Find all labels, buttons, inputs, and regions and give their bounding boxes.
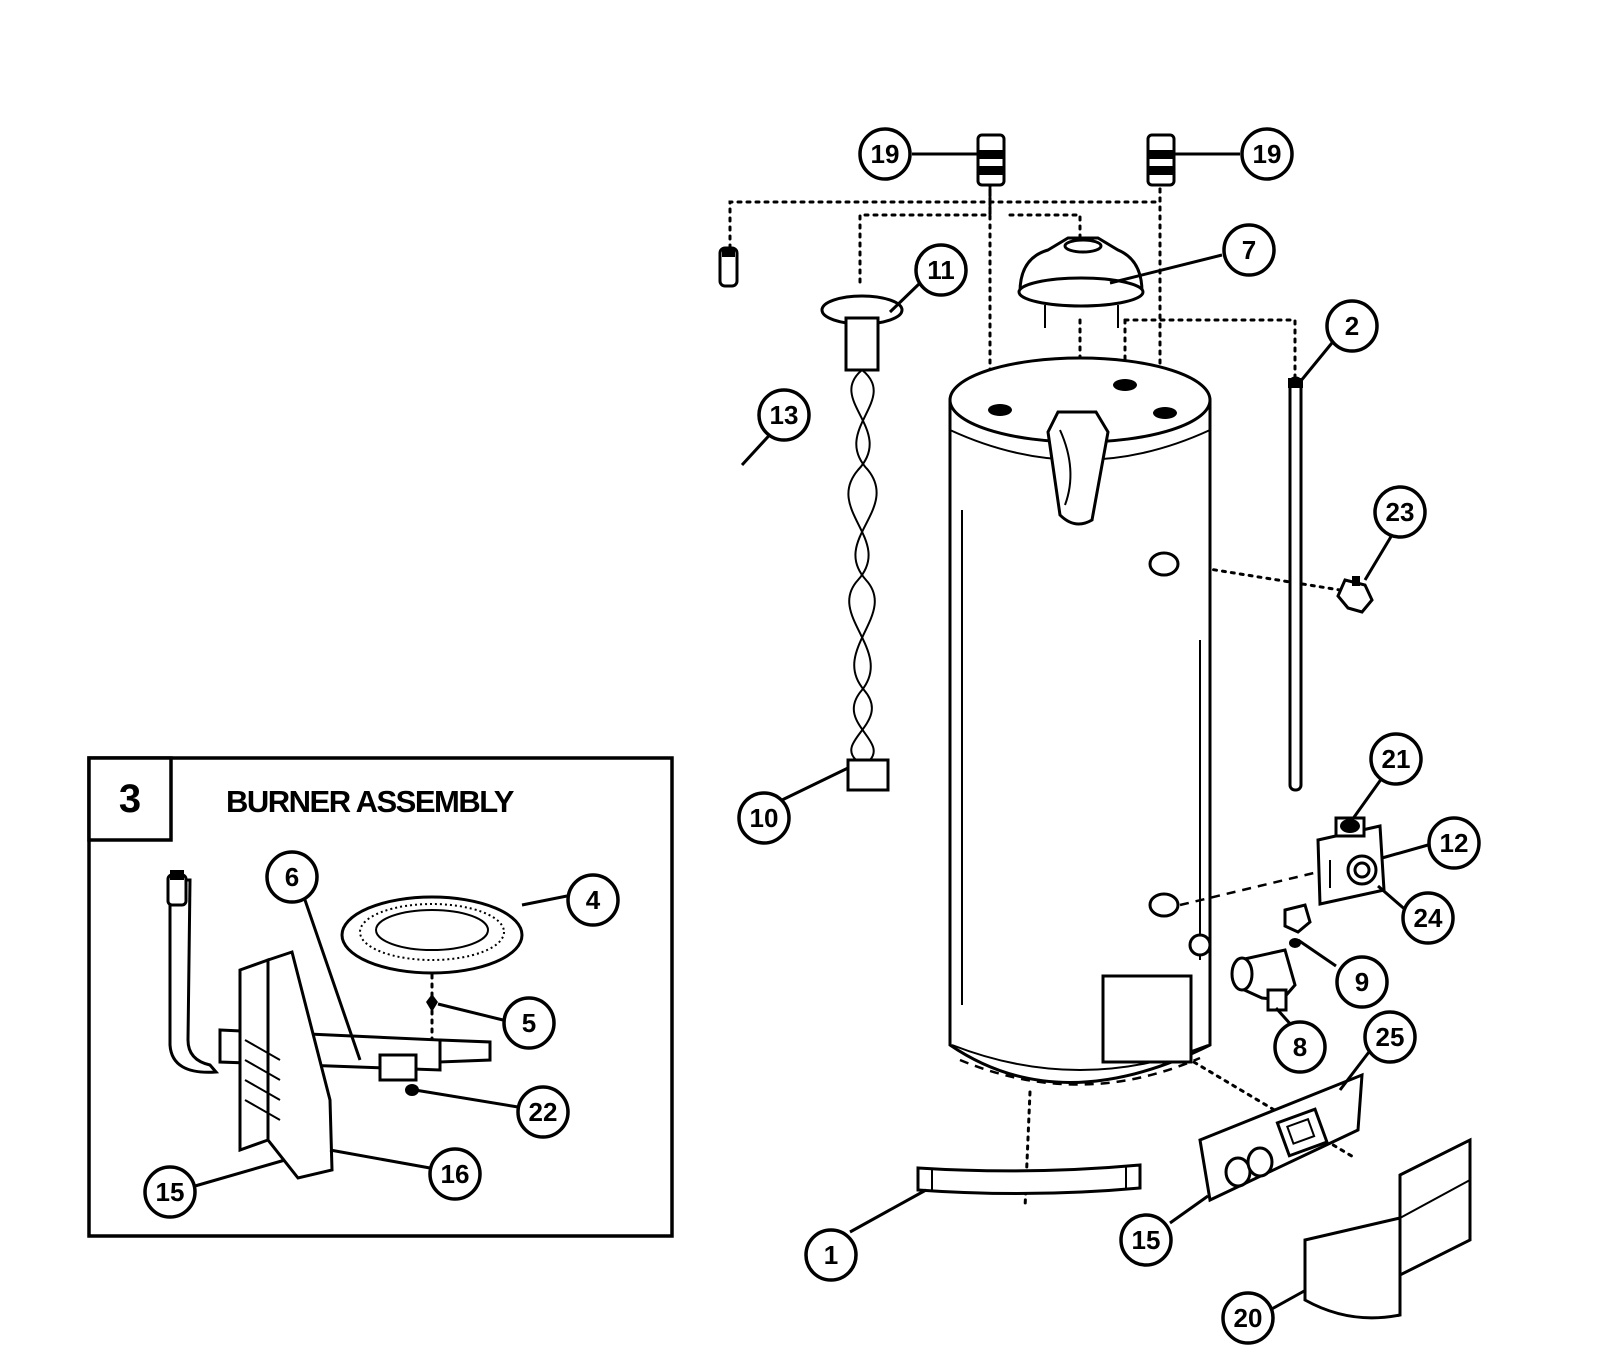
callout-2: 2 bbox=[1325, 299, 1379, 353]
fitting-part-19-right bbox=[1146, 133, 1176, 187]
burner-part-4 bbox=[340, 895, 524, 975]
inset-title: BURNER ASSEMBLY bbox=[226, 784, 515, 819]
shield-part-16 bbox=[238, 950, 334, 1180]
callout-10: 10 bbox=[737, 791, 791, 845]
svg-text:19: 19 bbox=[871, 139, 900, 169]
callout-22: 22 bbox=[516, 1085, 570, 1139]
callout-1: 1 bbox=[804, 1228, 858, 1282]
callout-24: 24 bbox=[1401, 891, 1455, 945]
svg-text:24: 24 bbox=[1414, 903, 1443, 933]
svg-text:23: 23 bbox=[1386, 497, 1415, 527]
svg-text:1: 1 bbox=[824, 1240, 838, 1270]
svg-text:15: 15 bbox=[156, 1177, 185, 1207]
callout-21: 21 bbox=[1369, 732, 1423, 786]
mount-strap-part-1 bbox=[916, 1163, 1142, 1196]
svg-text:11: 11 bbox=[927, 255, 955, 285]
svg-text:5: 5 bbox=[522, 1008, 536, 1038]
relief-valve-part-23 bbox=[1336, 576, 1374, 614]
orifice-part-5 bbox=[426, 973, 438, 1042]
dip-tube-part-13 bbox=[603, 246, 771, 609]
callout-9: 9 bbox=[1335, 955, 1389, 1009]
svg-text:15: 15 bbox=[1132, 1225, 1161, 1255]
water-heater-tank bbox=[948, 356, 1212, 1086]
callout-16: 16 bbox=[428, 1147, 482, 1201]
svg-text:16: 16 bbox=[441, 1159, 470, 1189]
burner-assembly-inset: 3 BURNER ASSEMBLY bbox=[87, 756, 674, 1238]
svg-text:22: 22 bbox=[529, 1097, 558, 1127]
callout-20: 20 bbox=[1221, 1291, 1275, 1345]
drain-valve-part-8 bbox=[1230, 903, 1312, 1012]
callout-6: 6 bbox=[265, 850, 319, 904]
svg-text:21: 21 bbox=[1382, 744, 1411, 774]
assembly-guide-lines bbox=[728, 178, 1357, 1210]
callout-5: 5 bbox=[502, 996, 556, 1050]
callout-25: 25 bbox=[1363, 1010, 1417, 1064]
fitting-part-19-left bbox=[976, 133, 1006, 187]
gas-control-valve-part-12 bbox=[1179, 816, 1386, 907]
svg-text:20: 20 bbox=[1234, 1303, 1263, 1333]
anode-rod-part-2 bbox=[1288, 376, 1303, 792]
callouts: 19 19 7 11 2 13 23 21 bbox=[143, 127, 1481, 1345]
svg-text:2: 2 bbox=[1345, 311, 1359, 341]
callout-19-left: 19 bbox=[858, 127, 912, 181]
callout-13: 13 bbox=[757, 388, 811, 442]
svg-text:7: 7 bbox=[1242, 235, 1256, 265]
draft-hood-part-7 bbox=[1017, 236, 1145, 328]
callout-23: 23 bbox=[1373, 485, 1427, 539]
callout-15-inset: 15 bbox=[143, 1165, 197, 1219]
inner-door-part-20 bbox=[1303, 1137, 1472, 1320]
callout-7: 7 bbox=[1222, 223, 1276, 277]
inset-number: 3 bbox=[119, 777, 141, 821]
flue-baffle-part-10 bbox=[820, 294, 904, 792]
svg-text:8: 8 bbox=[1293, 1032, 1307, 1062]
callout-12: 12 bbox=[1427, 816, 1481, 870]
svg-text:4: 4 bbox=[586, 885, 601, 915]
svg-text:13: 13 bbox=[770, 400, 799, 430]
callout-4: 4 bbox=[566, 873, 620, 927]
svg-text:10: 10 bbox=[750, 803, 779, 833]
callout-leader-lines bbox=[194, 152, 1429, 1312]
callout-19-right: 19 bbox=[1240, 127, 1294, 181]
svg-text:25: 25 bbox=[1376, 1022, 1405, 1052]
svg-text:9: 9 bbox=[1355, 967, 1369, 997]
svg-text:19: 19 bbox=[1253, 139, 1282, 169]
outer-door-part-15 bbox=[1198, 1072, 1364, 1203]
svg-text:12: 12 bbox=[1440, 828, 1469, 858]
callout-15-main: 15 bbox=[1119, 1213, 1173, 1267]
callout-8: 8 bbox=[1273, 1020, 1327, 1074]
svg-text:6: 6 bbox=[285, 862, 299, 892]
callout-11: 11 bbox=[914, 243, 968, 297]
